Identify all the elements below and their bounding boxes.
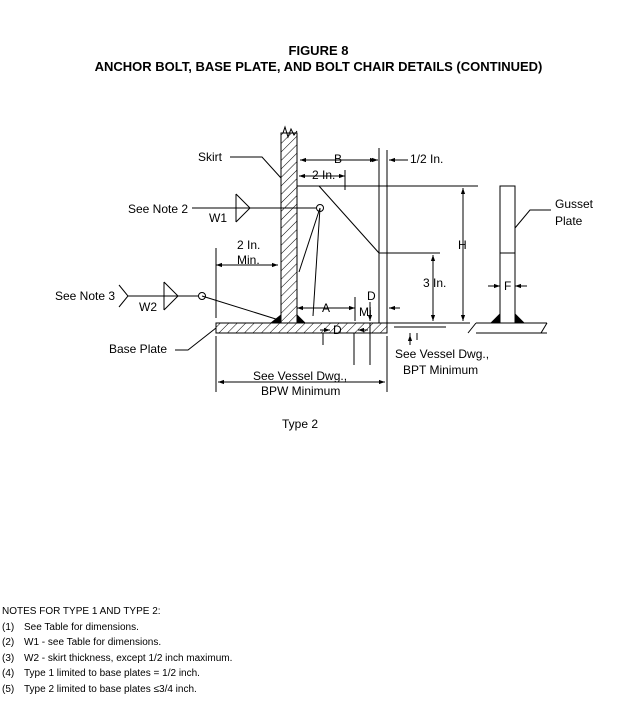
gusset-weld-right (514, 312, 526, 324)
label-type: Type 2 (282, 417, 318, 431)
label-b: B (334, 152, 342, 166)
skirt-break (282, 125, 298, 139)
skirt-shape (280, 132, 298, 324)
figure-number: FIGURE 8 (288, 43, 349, 58)
label-bpw-line2: BPW Minimum (261, 384, 340, 398)
gusset-plate-shape (499, 185, 516, 324)
label-gusset-line2: Plate (555, 214, 583, 228)
label-h: H (458, 238, 467, 252)
label-2in: 2 In. (312, 168, 335, 182)
label-3in: 3 In. (423, 276, 446, 290)
label-2in-min-line2: Min. (237, 253, 260, 267)
notes-block: NOTES FOR TYPE 1 AND TYPE 2: (1)See Tabl… (2, 604, 232, 698)
note-item: (1)See Table for dimensions. (2, 621, 139, 633)
label-half-in: 1/2 In. (410, 152, 443, 166)
label-w2: W2 (139, 300, 157, 314)
note-item: (4)Type 1 limited to base plates = 1/2 i… (2, 668, 200, 680)
label-2in-min-line1: 2 In. (237, 238, 260, 252)
note-item: (3)W2 - skirt thickness, except 1/2 inch… (2, 652, 233, 664)
label-see-note-2: See Note 2 (128, 202, 188, 216)
label-skirt: Skirt (198, 150, 223, 164)
figure-title: ANCHOR BOLT, BASE PLATE, AND BOLT CHAIR … (94, 59, 543, 74)
label-d-upper: D (367, 289, 376, 303)
label-gusset-line1: Gusset (555, 197, 594, 211)
note-item: (5)Type 2 limited to base plates ≤3/4 in… (2, 683, 197, 695)
label-bpt-line2: BPT Minimum (403, 363, 478, 377)
label-w1: W1 (209, 211, 227, 225)
notes-heading: NOTES FOR TYPE 1 AND TYPE 2: (2, 606, 161, 617)
label-see-note-3: See Note 3 (55, 289, 115, 303)
label-base-plate: Base Plate (109, 342, 167, 356)
gusset-weld-left (489, 312, 501, 324)
label-f: F (504, 279, 511, 293)
label-d-lower: D (333, 323, 342, 337)
label-mi: Mi (359, 305, 372, 319)
label-bpw-line1: See Vessel Dwg., (253, 369, 347, 383)
weld-point-w2 (198, 292, 206, 300)
weld-fillet-right (296, 313, 307, 324)
note-item: (2)W1 - see Table for dimensions. (2, 637, 162, 649)
label-a: A (322, 301, 330, 315)
label-bpt-line1: See Vessel Dwg., (395, 347, 489, 361)
base-plate-shape (215, 322, 388, 334)
